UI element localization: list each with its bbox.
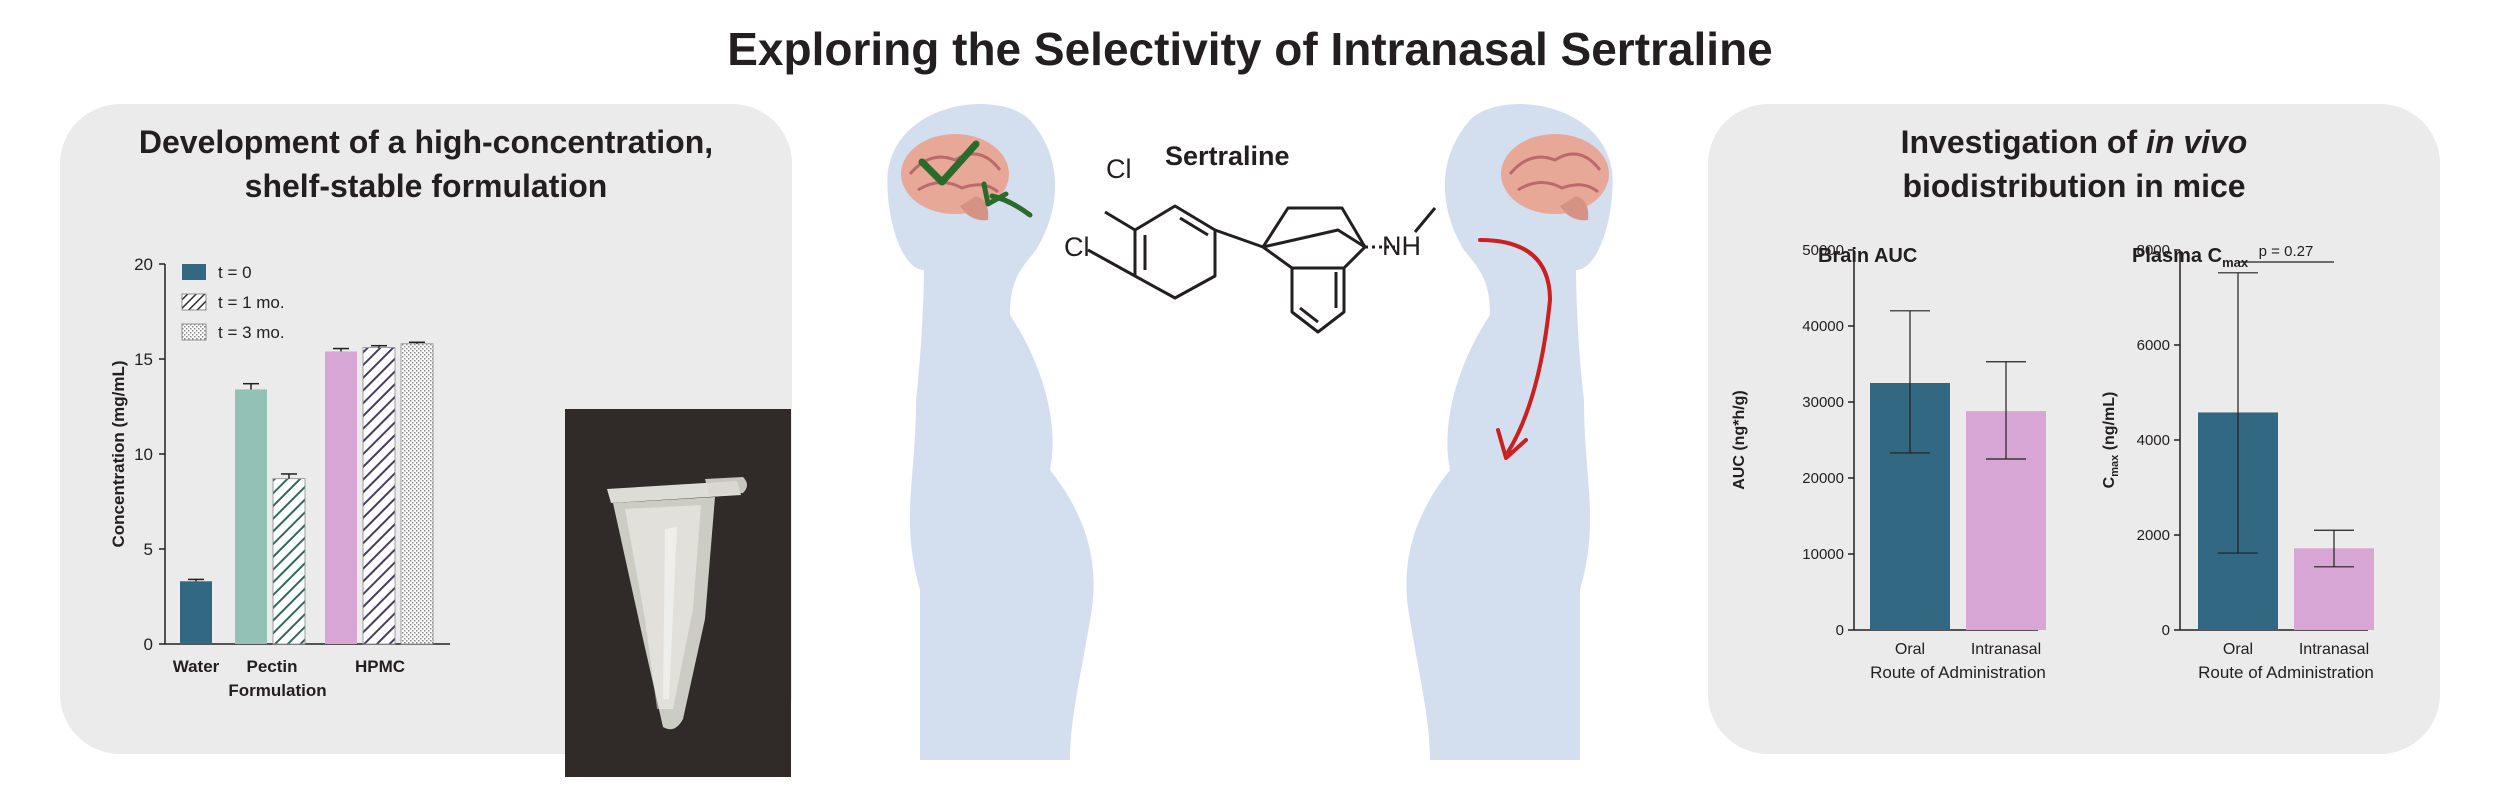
auc-y-tick-label: 0 xyxy=(1836,622,1844,639)
formulation-panel: Development of a high-concentration, she… xyxy=(60,104,792,777)
left-human-silhouette xyxy=(887,104,1094,761)
right-human-silhouette xyxy=(1406,104,1613,761)
conc-y-tick-label: 15 xyxy=(134,350,153,369)
biodistribution-panel-title: Investigation of in vivo biodistribution… xyxy=(1708,120,2440,208)
auc-x-tick-label: Intranasal xyxy=(1971,641,2041,658)
cmax-y-tick-label: 0 xyxy=(2162,622,2170,639)
biodistribution-title-line1: Investigation of xyxy=(1900,124,2146,160)
conc-legend-swatch xyxy=(181,323,207,341)
sertraline-structure xyxy=(1087,204,1437,334)
formulation-title-line1: Development of a high-concentration, xyxy=(138,124,714,160)
atom-label-cl-left: Cl xyxy=(1064,232,1090,262)
auc-y-axis-label: AUC (ng*h/g) xyxy=(1731,390,1748,490)
cmax-y-tick-label: 2000 xyxy=(2137,527,2170,544)
formulation-panel-title: Development of a high-concentration, she… xyxy=(60,120,792,208)
sertraline-diagram: Sertraline Cl Cl NH xyxy=(860,100,1640,761)
conc-bar-hpmc-0 xyxy=(325,351,357,644)
auc-y-tick-label: 50000 xyxy=(1802,242,1844,259)
atom-label-nh: NH xyxy=(1382,231,1421,261)
cmax-y-axis-label: Cmax (ng/mL) xyxy=(2101,392,2121,489)
conc-bar-pectin-1 xyxy=(272,478,306,645)
molecule-name: Sertraline xyxy=(1165,141,1290,171)
conc-y-axis-label: Concentration (mg/mL) xyxy=(109,361,128,548)
cmax-x-tick-label: Intranasal xyxy=(2299,641,2369,658)
page-title: Exploring the Selectivity of Intranasal … xyxy=(727,23,1773,75)
auc-y-tick-label: 10000 xyxy=(1802,546,1844,563)
auc-y-tick-label: 30000 xyxy=(1802,394,1844,411)
conc-x-tick-label: Pectin xyxy=(246,657,297,676)
nasal-arrow-icon xyxy=(989,193,1033,218)
check-mark-icon xyxy=(918,140,980,186)
conc-y-tick-label: 20 xyxy=(134,255,153,274)
conc-legend-label: t = 3 mo. xyxy=(218,323,285,342)
conc-bar-pectin-0 xyxy=(235,389,267,644)
cmax-y-tick-label: 8000 xyxy=(2137,242,2170,259)
cmax-x-axis-label: Route of Administration xyxy=(2198,663,2374,682)
conc-legend-swatch xyxy=(182,264,206,280)
cmax-x-tick-label: Oral xyxy=(2223,641,2253,658)
formulation-title-line2: shelf-stable formulation xyxy=(244,168,608,204)
conc-bar-water-0 xyxy=(180,581,212,644)
conc-y-tick-label: 0 xyxy=(144,635,153,654)
biodistribution-title-line2: biodistribution in mice xyxy=(1902,168,2246,204)
atom-label-cl-top: Cl xyxy=(1106,154,1132,184)
auc-y-tick-label: 40000 xyxy=(1802,318,1844,335)
auc-x-tick-label: Oral xyxy=(1895,641,1925,658)
conc-x-tick-label: Water xyxy=(173,657,220,676)
conc-bar-hpmc-1 xyxy=(362,347,396,645)
conc-bar-hpmc-2 xyxy=(400,343,434,645)
sample-tube-photo xyxy=(565,409,791,777)
cmax-p-value: p = 0.27 xyxy=(2259,243,2314,260)
cmax-y-tick-label: 6000 xyxy=(2137,337,2170,354)
conc-legend-label: t = 1 mo. xyxy=(218,293,285,312)
biodistribution-title-line1-wrap: Investigation of in vivo xyxy=(1708,120,2440,164)
biodistribution-panel: Investigation of in vivo biodistribution… xyxy=(1708,104,2440,754)
oral-arrow-icon xyxy=(1478,238,1553,454)
conc-legend-swatch xyxy=(181,293,207,311)
right-brain-icon xyxy=(1501,134,1609,221)
biodistribution-title-italic: in vivo xyxy=(2145,124,2248,160)
auc-y-tick-label: 20000 xyxy=(1802,470,1844,487)
conc-legend-label: t = 0 xyxy=(218,263,252,282)
cmax-y-tick-label: 4000 xyxy=(2137,432,2170,449)
conc-y-tick-label: 10 xyxy=(134,445,153,464)
cmax-chart-title: Plasma Cmax xyxy=(2132,245,2249,270)
auc-chart-title: Brain AUC xyxy=(1818,245,1917,267)
conc-x-tick-label: HPMC xyxy=(355,657,405,676)
conc-x-axis-label: Formulation xyxy=(228,681,326,700)
auc-x-axis-label: Route of Administration xyxy=(1870,663,2046,682)
conc-y-tick-label: 5 xyxy=(144,540,153,559)
